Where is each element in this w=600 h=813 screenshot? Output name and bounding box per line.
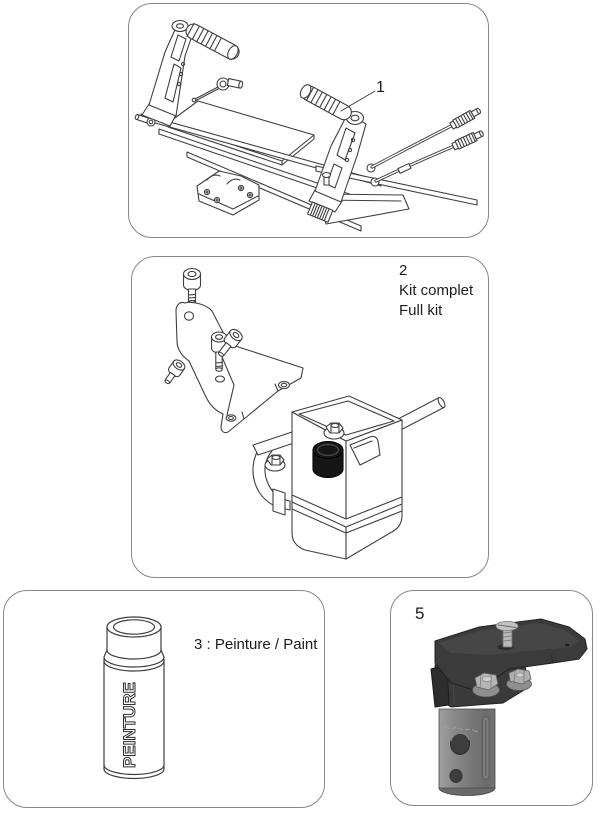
full-kit-label: Full kit [399, 302, 443, 319]
socket-bolt-angled [217, 328, 243, 357]
front-hole-small [449, 769, 463, 783]
left-handlebar [185, 22, 240, 60]
part-number-5: 5 [415, 604, 425, 623]
adjuster-roller [307, 171, 334, 223]
panel-helm-mount: 5 [390, 590, 593, 806]
strap-hex-bolt [323, 422, 345, 440]
right-handlebar [299, 84, 352, 121]
socket-bolt-small [164, 359, 186, 385]
mounting-bracket [175, 301, 304, 434]
socket-bolt-long [182, 267, 202, 305]
paint-can-drawing: PEINTURE [103, 616, 165, 780]
embossed-text-mark [443, 726, 479, 733]
paint-label: 3 : Peinture / Paint [194, 636, 318, 653]
panel-assembly: 1 [128, 3, 489, 238]
kit-complet-label: Kit complet [399, 282, 474, 299]
panel-full-kit: 2 Kit complet Full kit [131, 256, 489, 578]
spray-can [103, 616, 165, 780]
clamp-block [196, 170, 260, 216]
reservoir-tank [291, 395, 403, 560]
can-brand-text: PEINTURE [120, 682, 139, 768]
hex-bolt [506, 668, 532, 691]
cylinder-body [438, 708, 496, 796]
panel-paint: PEINTURE 3 : Peinture / Paint [3, 590, 325, 808]
steering-cables [366, 107, 484, 187]
cable-connector [449, 107, 482, 130]
kit-caption: 2 Kit complet Full kit [399, 261, 473, 321]
base-rails [134, 113, 478, 232]
valve-fitting [191, 77, 244, 103]
cable-connector [451, 130, 484, 151]
reservoir-cap [312, 440, 344, 479]
strap-hex-bolt [264, 454, 286, 472]
socket-bolt-medium [210, 331, 228, 372]
kit-drawing [164, 267, 446, 560]
part-number-1: 1 [376, 79, 385, 96]
hex-bolt [472, 672, 500, 698]
center-screw [495, 620, 519, 650]
helm-mount-render [430, 618, 588, 796]
assembly-drawing [134, 19, 484, 232]
leader-line-1 [340, 90, 376, 112]
part-number-2: 2 [399, 262, 408, 279]
